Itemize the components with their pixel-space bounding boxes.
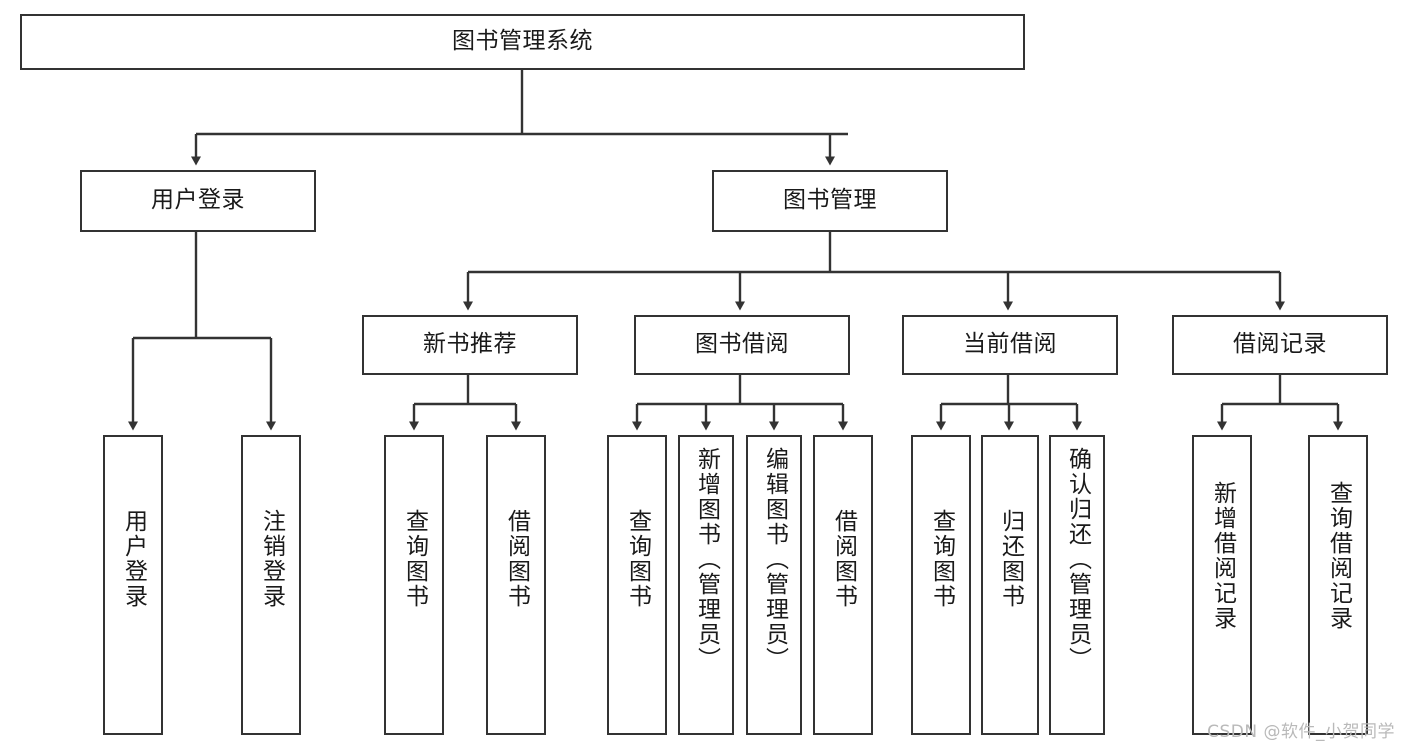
node-book-management[interactable]: 图书管理 [712,170,948,232]
node-label: 借阅图书 [503,509,530,609]
node-label: 当前借阅 [963,331,1057,358]
leaf-newbook-borrow-book[interactable]: 借阅图书 [486,435,546,735]
node-book-borrow[interactable]: 图书借阅 [634,315,850,375]
node-label: 查询借阅记录 [1325,481,1352,631]
leaf-borrow-add-book[interactable]: 新增图书（管理员） [678,435,734,735]
leaf-borrow-lend-book[interactable]: 借阅图书 [813,435,873,735]
leaf-current-query-book[interactable]: 查询图书 [911,435,971,735]
leaf-record-query-record[interactable]: 查询借阅记录 [1308,435,1368,735]
node-label: 新增借阅记录 [1209,481,1236,631]
node-current-borrow[interactable]: 当前借阅 [902,315,1118,375]
node-label: 查询图书 [928,509,955,609]
node-borrow-record[interactable]: 借阅记录 [1172,315,1388,375]
node-label: 归还图书 [997,509,1024,609]
node-label: 借阅记录 [1233,331,1327,358]
node-label: 新增图书（管理员） [693,447,720,672]
leaf-current-confirm-return[interactable]: 确认归还（管理员） [1049,435,1105,735]
leaf-current-return-book[interactable]: 归还图书 [981,435,1039,735]
leaf-newbook-query-book[interactable]: 查询图书 [384,435,444,735]
leaf-record-add-record[interactable]: 新增借阅记录 [1192,435,1252,735]
leaf-logout[interactable]: 注销登录 [241,435,301,735]
node-label: 编辑图书（管理员） [761,447,788,672]
node-label: 图书管理 [783,187,877,214]
node-label: 用户登录 [151,187,245,214]
node-label: 图书借阅 [695,331,789,358]
node-label: 确认归还（管理员） [1064,447,1091,672]
csdn-watermark: CSDN @软件_小贺同学 [1207,722,1395,742]
node-label: 查询图书 [401,509,428,609]
node-user-login[interactable]: 用户登录 [80,170,316,232]
leaf-user-login[interactable]: 用户登录 [103,435,163,735]
node-label: 注销登录 [258,509,285,609]
leaf-borrow-edit-book[interactable]: 编辑图书（管理员） [746,435,802,735]
node-label: 用户登录 [120,509,147,609]
leaf-borrow-query-book[interactable]: 查询图书 [607,435,667,735]
node-label: 借阅图书 [830,509,857,609]
node-label: 新书推荐 [423,331,517,358]
node-label: 图书管理系统 [452,28,593,55]
node-root-system[interactable]: 图书管理系统 [20,14,1025,70]
node-new-book-recommend[interactable]: 新书推荐 [362,315,578,375]
node-label: 查询图书 [624,509,651,609]
